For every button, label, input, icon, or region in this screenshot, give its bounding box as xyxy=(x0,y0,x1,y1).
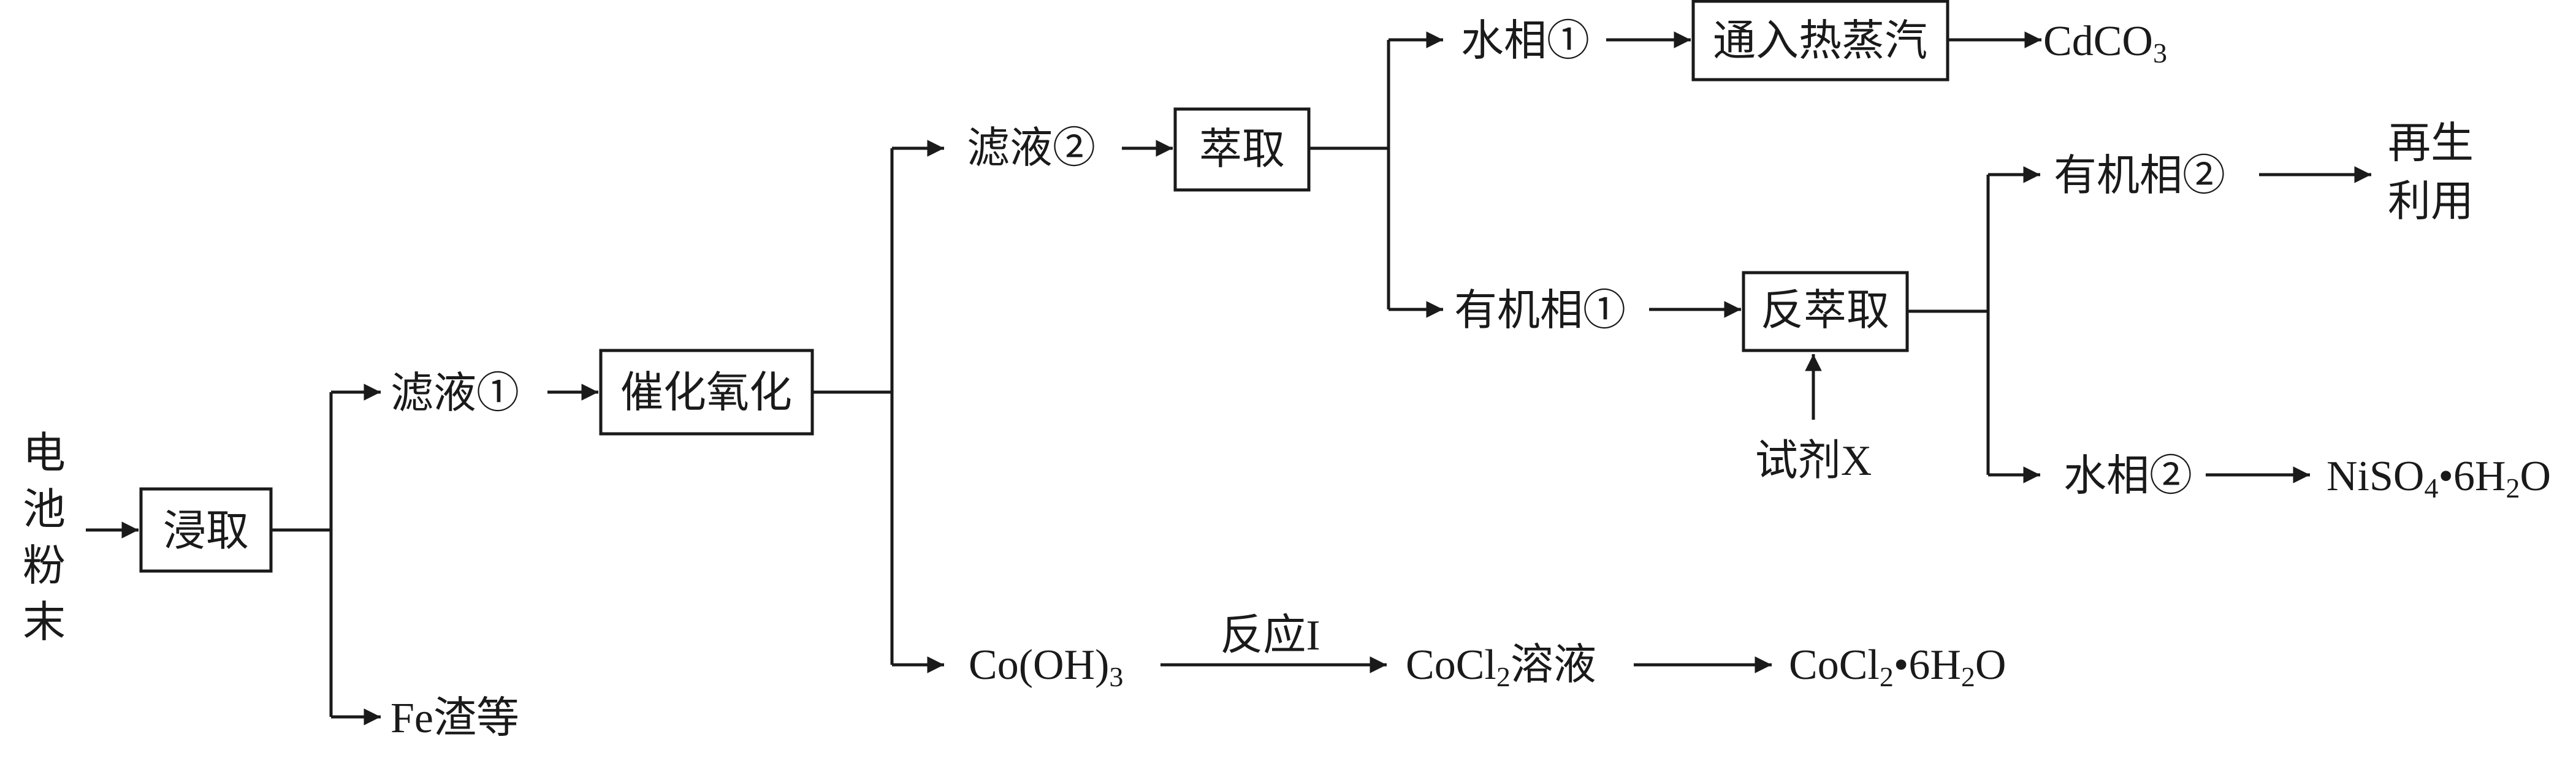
reagent-x-label: 试剂X xyxy=(1755,437,1872,485)
battery-powder-label: 电 池 粉 末 xyxy=(23,430,66,646)
aqueous-2-label: 水相② xyxy=(2063,453,2192,500)
start-char-2: 池 xyxy=(23,487,66,534)
aqueous-1-label: 水相① xyxy=(1461,18,1590,65)
back-extraction-label: 反萃取 xyxy=(1761,287,1889,335)
back-extraction-step: 反萃取 xyxy=(1742,271,1909,352)
extraction-step: 萃取 xyxy=(1173,107,1311,192)
filtrate-2-label: 滤液② xyxy=(967,125,1096,172)
start-char-3: 粉 xyxy=(23,543,66,590)
cdco3-label: CdCO3 xyxy=(2043,18,2167,69)
leach-step: 浸取 xyxy=(139,487,273,573)
oxidation-label: 催化氧化 xyxy=(620,369,792,417)
filtrate-1-label: 滤液① xyxy=(391,370,519,417)
steam-label: 通入热蒸汽 xyxy=(1713,18,1927,65)
start-char-1: 电 xyxy=(23,430,66,477)
organic-2-label: 有机相② xyxy=(2054,153,2225,200)
cocl2-hydrate-label: CoCl2•6H2O xyxy=(1789,642,2006,692)
leach-label: 浸取 xyxy=(163,508,249,555)
organic-1-label: 有机相① xyxy=(1454,287,1626,335)
catalytic-oxidation-step: 催化氧化 xyxy=(599,349,814,436)
fe-residue-label: Fe渣等 xyxy=(391,695,519,742)
niso4-label: NiSO4•6H2O xyxy=(2326,453,2551,504)
co-oh-3-label: Co(OH)3 xyxy=(969,642,1123,692)
start-char-4: 末 xyxy=(23,599,66,646)
cocl2-solution-label: CoCl2溶液 xyxy=(1406,642,1596,692)
steam-step: 通入热蒸汽 xyxy=(1691,0,1949,81)
regenerate-line-1: 再生 xyxy=(2388,120,2474,167)
reaction-1-label: 反应I xyxy=(1220,612,1320,659)
regenerate-line-2: 利用 xyxy=(2388,178,2474,225)
extraction-label: 萃取 xyxy=(1199,126,1285,173)
